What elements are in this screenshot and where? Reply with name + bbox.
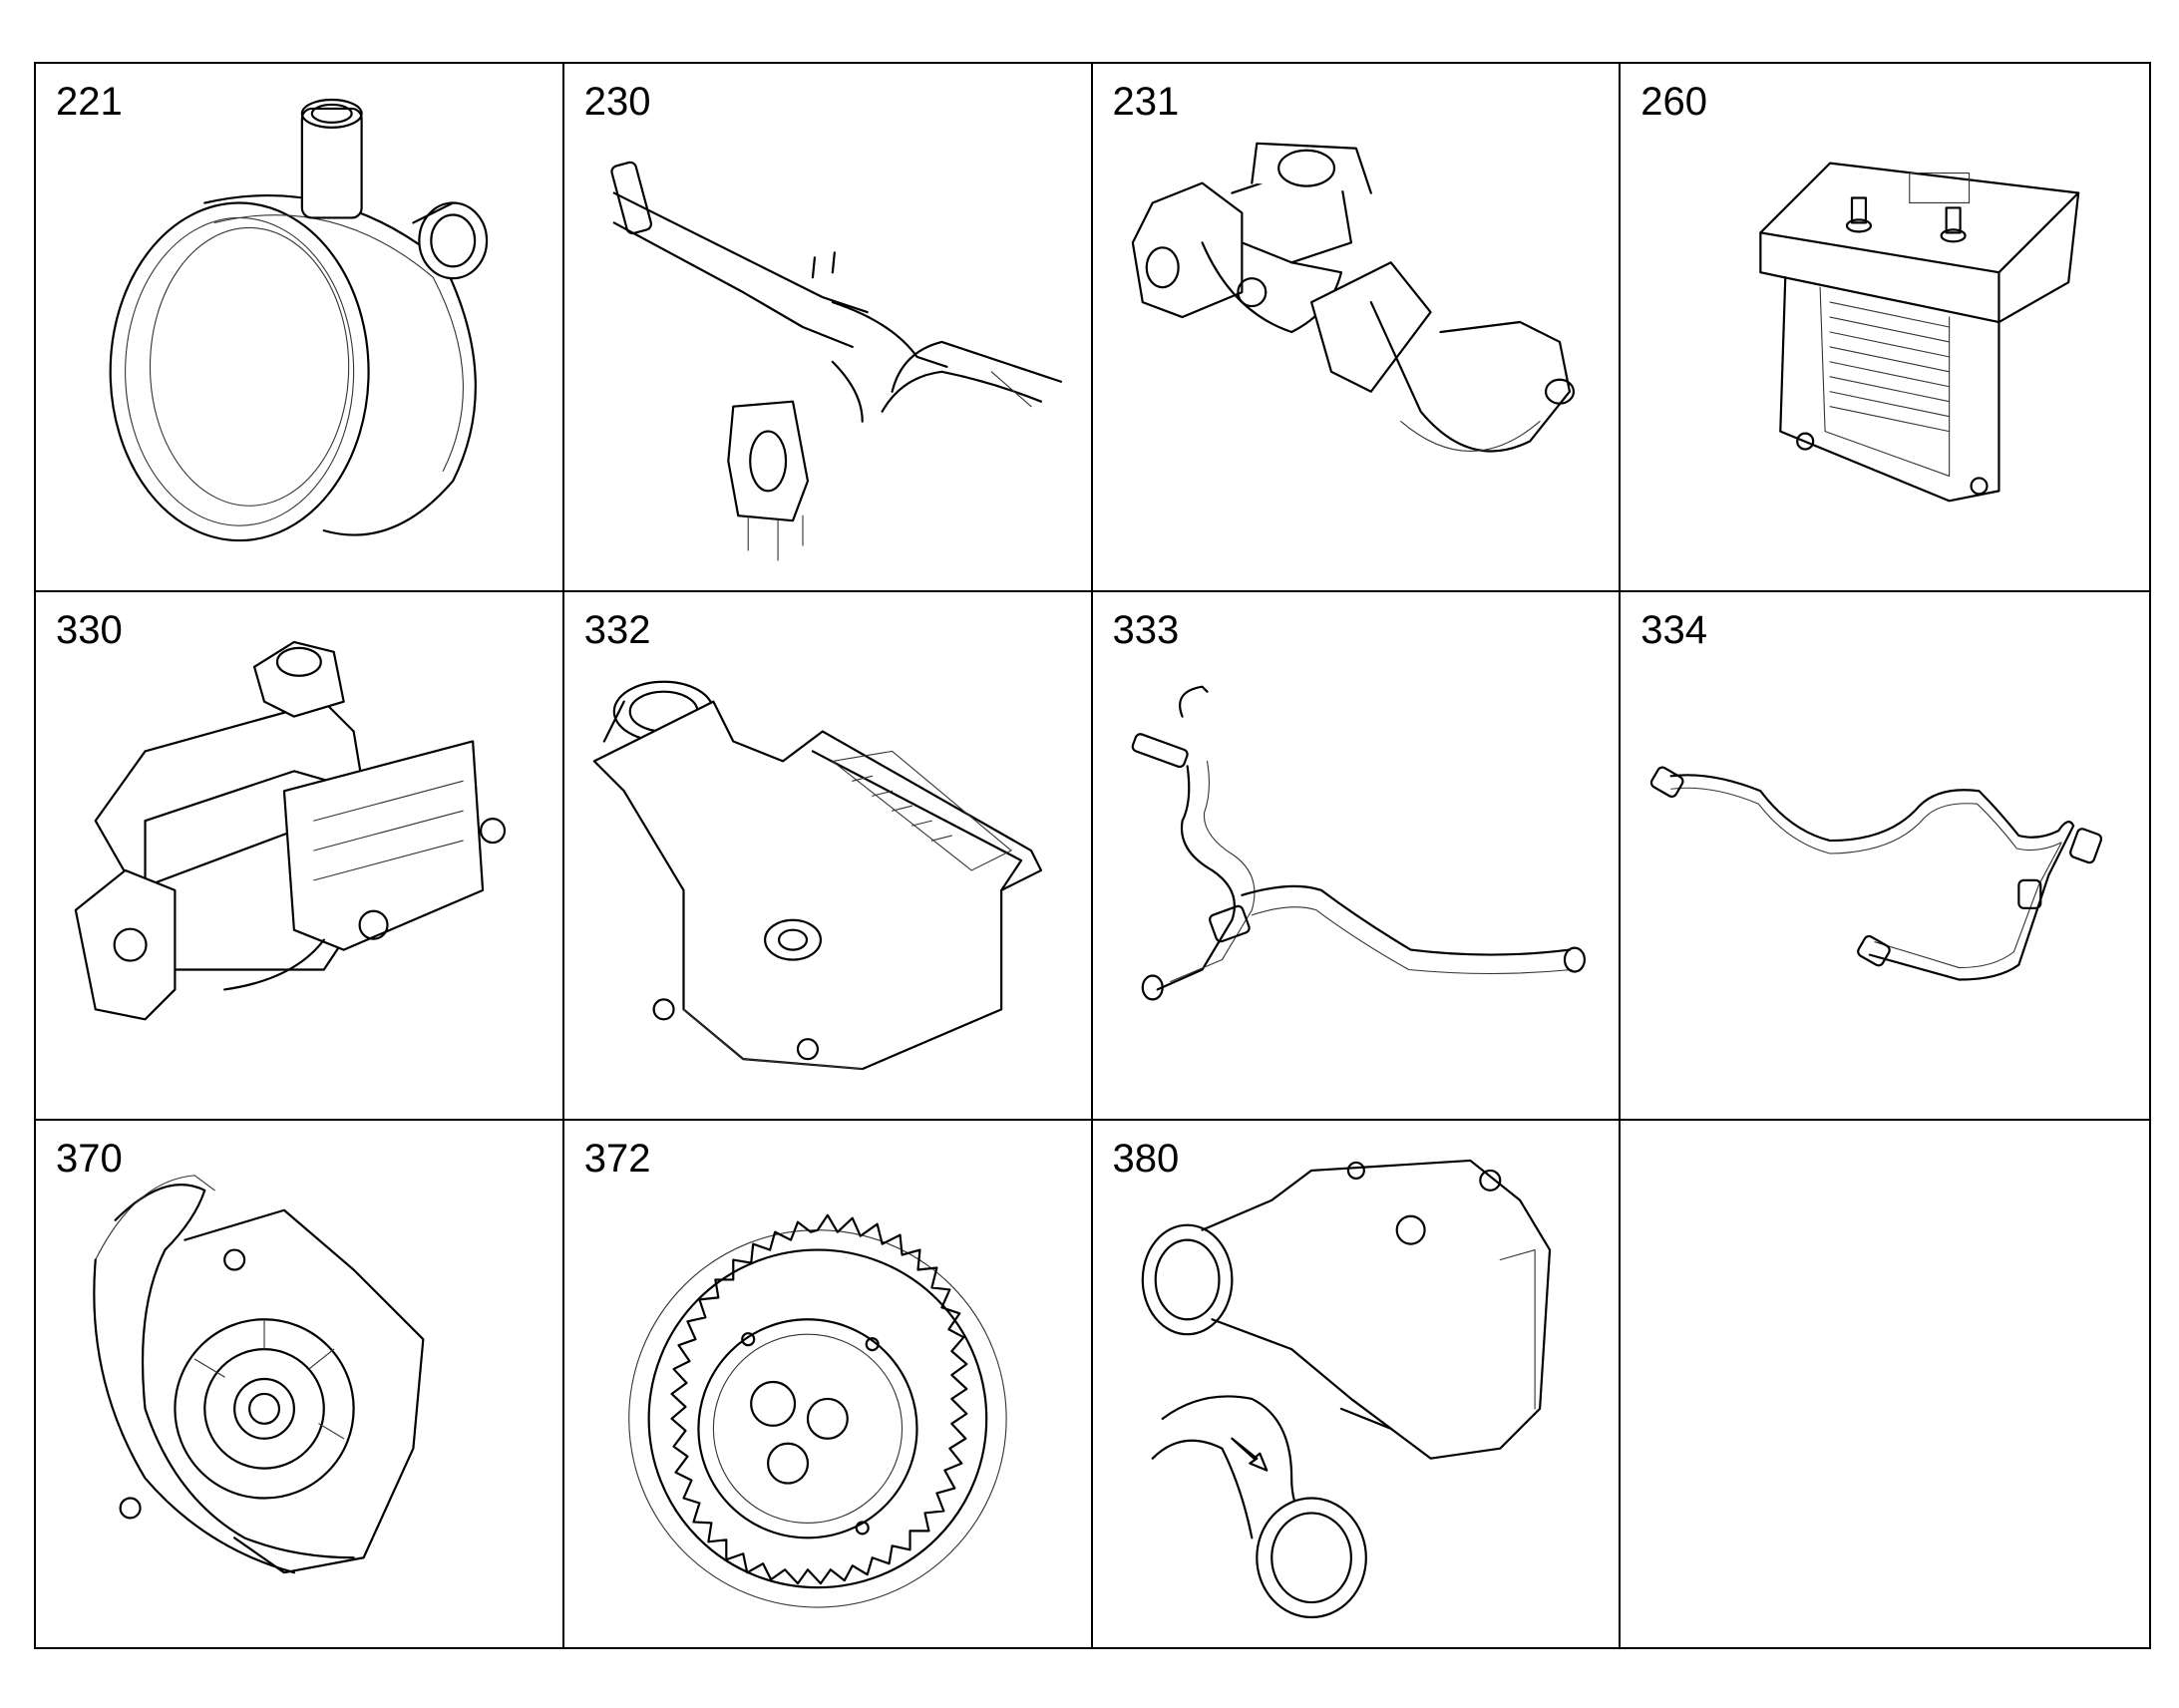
water-pump-icon xyxy=(93,1175,425,1574)
grid-row: 370 372 xyxy=(36,1121,2149,1647)
part-number: 260 xyxy=(1640,80,1707,124)
part-cell-230[interactable]: 230 xyxy=(563,64,1093,592)
turbo-housing-icon xyxy=(109,98,489,542)
oil-cooler-icon xyxy=(1759,162,2080,503)
part-number: 370 xyxy=(56,1137,123,1181)
tube-line-icon xyxy=(1650,766,2103,981)
gear-icon xyxy=(627,1213,1007,1608)
grid-row: 221 230 xyxy=(36,64,2149,592)
part-cell-260[interactable]: 260 xyxy=(1621,64,2149,592)
hose-icon xyxy=(1131,685,1586,1001)
part-cell-370[interactable]: 370 xyxy=(36,1121,564,1647)
part-number: 380 xyxy=(1112,1137,1180,1181)
part-cell-221[interactable]: 221 xyxy=(36,64,564,592)
part-cell-330[interactable]: 330 xyxy=(36,592,564,1121)
part-cell-334[interactable]: 334 xyxy=(1621,592,2149,1121)
part-cell-231[interactable]: 231 xyxy=(1092,64,1622,592)
part-number: 230 xyxy=(583,80,651,124)
part-number: 334 xyxy=(1640,608,1707,652)
part-number: 372 xyxy=(583,1137,651,1181)
part-number: 330 xyxy=(56,608,123,652)
part-cell-380[interactable]: 380 xyxy=(1093,1121,1622,1647)
thermostat-housing-icon xyxy=(1141,1159,1551,1619)
grid-row: 330 332 xyxy=(36,592,2149,1121)
part-number: 231 xyxy=(1112,80,1180,124)
pump-assembly-icon xyxy=(74,640,507,1021)
parts-grid: 221 230 xyxy=(34,62,2151,1649)
part-cell-372[interactable]: 372 xyxy=(564,1121,1093,1647)
part-cell-333[interactable]: 333 xyxy=(1092,592,1622,1121)
part-number: 332 xyxy=(583,608,651,652)
pipe-assembly-icon xyxy=(610,161,1062,561)
oil-pan-icon xyxy=(592,680,1042,1071)
manifold-icon xyxy=(1131,142,1575,453)
part-number: 221 xyxy=(56,80,123,124)
part-cell-empty xyxy=(1621,1121,2149,1647)
part-number: 333 xyxy=(1112,608,1180,652)
part-cell-332[interactable]: 332 xyxy=(563,592,1093,1121)
